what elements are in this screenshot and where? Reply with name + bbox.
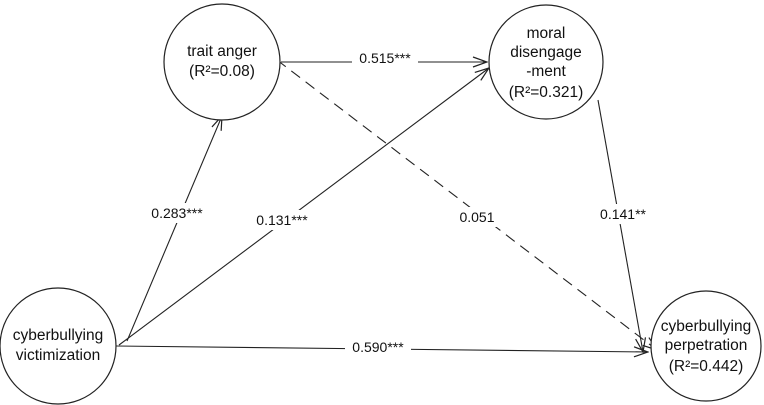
edge-label-bg — [248, 210, 316, 230]
node-circle — [650, 290, 762, 402]
edge-label-victimization-to-perpetration: 0.590*** — [352, 339, 404, 355]
edge-label-moral-to-perpetration: 0.141** — [600, 206, 646, 222]
node-label-line: (R²=0.08) — [189, 63, 255, 80]
edge-label-bg — [452, 207, 502, 227]
node-circle — [163, 3, 281, 121]
edge-victimization-to-moral — [118, 68, 489, 346]
edge-label-bg — [143, 203, 211, 223]
edge-victimization-to-anger — [126, 116, 222, 342]
node-label-line: -ment — [526, 63, 566, 80]
node-label-line: moral — [527, 25, 566, 42]
node-cyberbullying-perpetration: cyberbullying perpetration (R²=0.442) — [650, 290, 762, 402]
node-trait-anger: trait anger (R²=0.08) — [163, 3, 281, 121]
edge-moral-to-perpetration — [597, 99, 643, 352]
node-label-line: (R²=0.321) — [509, 84, 584, 101]
node-label-line: trait anger — [187, 43, 257, 60]
edge-label-victimization-to-moral: 0.131*** — [256, 212, 308, 228]
node-label-line: cyberbullying — [13, 327, 103, 344]
edge-label-victimization-to-anger: 0.283*** — [151, 205, 203, 221]
edge-label-anger-to-perpetration: 0.051 — [459, 209, 494, 225]
edge-label-bg — [593, 204, 655, 224]
node-circle — [0, 287, 117, 405]
node-label-line: disengage — [510, 44, 582, 61]
edge-anger-to-perpetration — [276, 59, 657, 350]
node-cyberbullying-victimization: cyberbullying victimization — [0, 287, 117, 405]
node-label-line: (R²=0.442) — [669, 358, 744, 375]
edge-labels: 0.515*** 0.051 0.283*** 0.131*** 0.141**… — [143, 48, 655, 357]
node-moral-disengagement: moral disengage -ment (R²=0.321) — [488, 4, 604, 120]
node-circle — [488, 4, 604, 120]
node-label-line: victimization — [16, 347, 100, 364]
edge-label-bg — [352, 48, 418, 68]
edge-label-bg — [345, 337, 411, 357]
node-label-line: perpetration — [665, 337, 748, 354]
node-label-line: cyberbullying — [661, 318, 751, 335]
edge-label-anger-to-moral: 0.515*** — [359, 50, 411, 66]
